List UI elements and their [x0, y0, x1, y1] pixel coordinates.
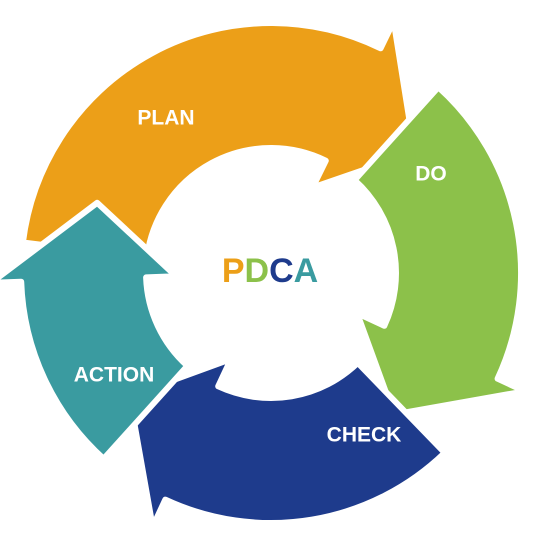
pdca-letter-p: P: [222, 252, 245, 290]
check-arrow: [126, 356, 448, 530]
check-label: CHECK: [327, 424, 402, 447]
pdca-letter-d: D: [245, 252, 270, 290]
cycle-arrows: [0, 18, 528, 530]
do-arrow: [351, 84, 528, 418]
action-label: ACTION: [74, 364, 155, 387]
action-arrow: [0, 199, 191, 462]
pdca-letter-a: A: [294, 252, 319, 290]
cycle-labels: PLAN DO CHECK ACTION: [74, 107, 447, 447]
do-label: DO: [415, 163, 447, 186]
pdca-title: PDCA: [222, 252, 318, 290]
plan-label: PLAN: [137, 107, 194, 130]
plan-arrow: [19, 18, 418, 261]
pdca-letter-c: C: [269, 252, 294, 290]
